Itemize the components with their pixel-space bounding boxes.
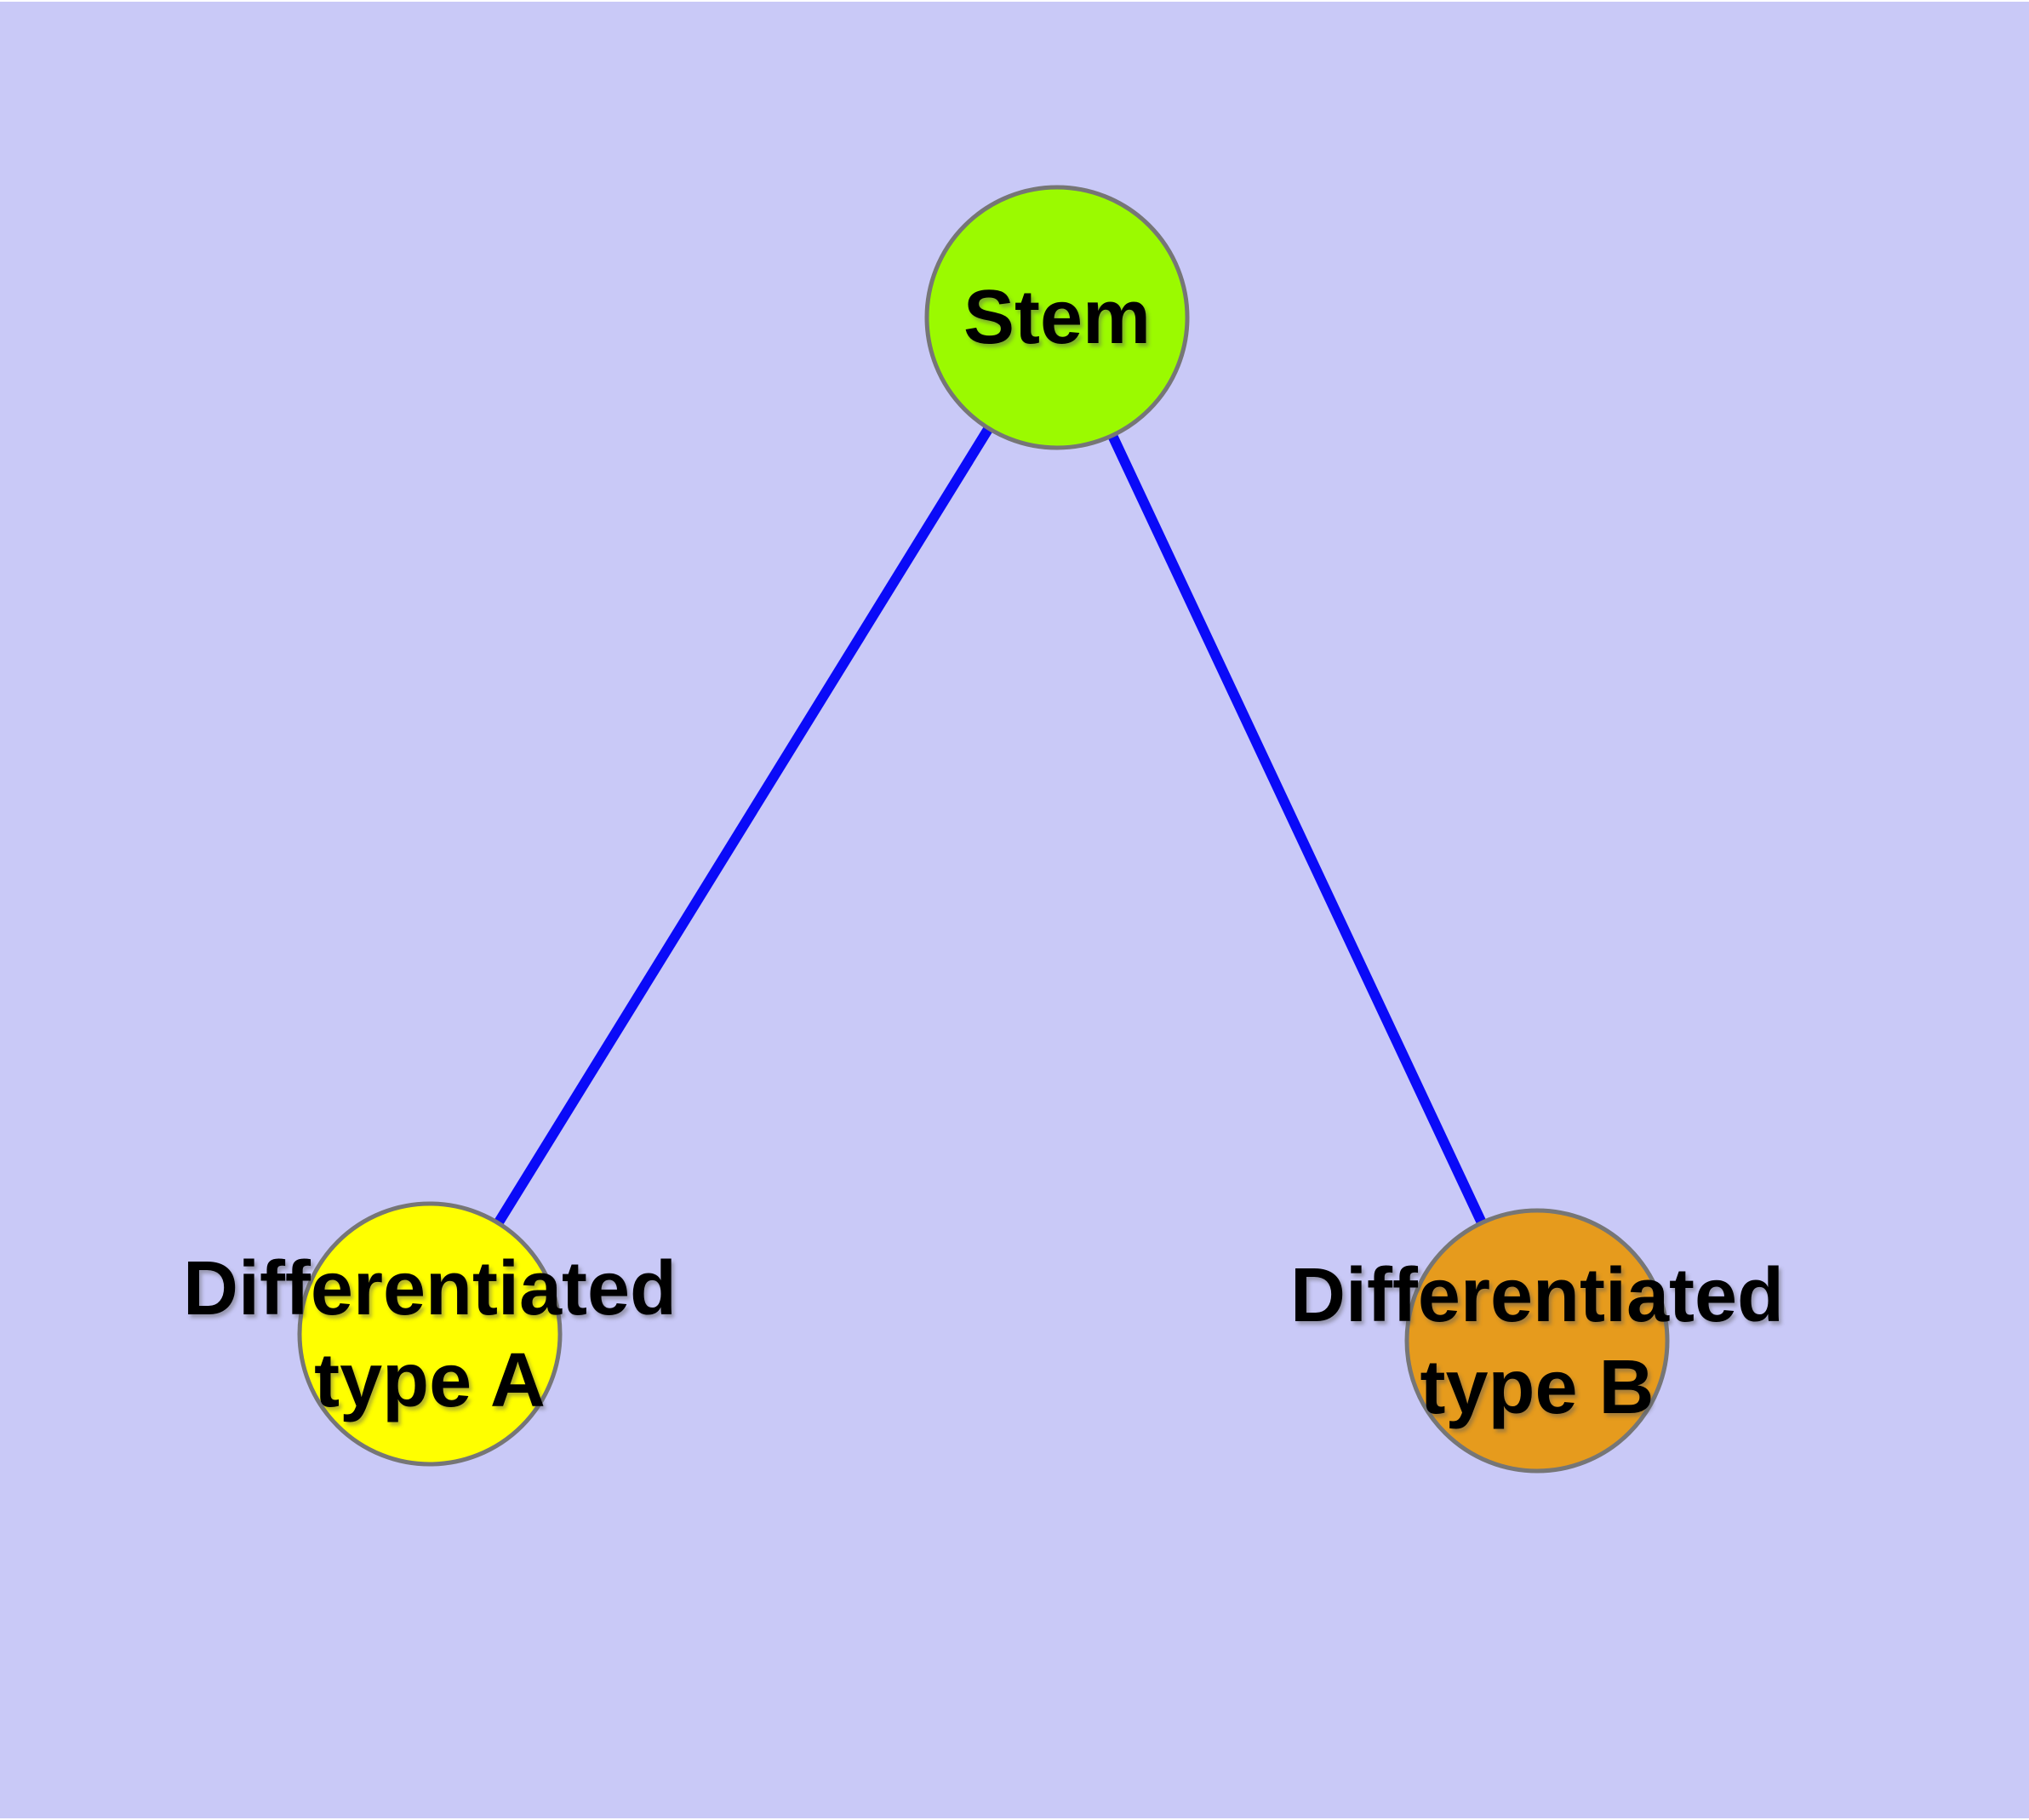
edge-stem-to-differentiated-type-b (1052, 315, 1542, 1343)
edge-stem-to-differentiated-type-a (425, 314, 1062, 1337)
nodes-layer (297, 185, 1670, 1474)
node-stem (924, 185, 1190, 450)
node-differentiated-type-a (297, 1201, 563, 1467)
node-label-stem: Stem (963, 275, 1151, 360)
edges-layer (425, 314, 1542, 1343)
node-differentiated-type-b (1404, 1208, 1670, 1474)
